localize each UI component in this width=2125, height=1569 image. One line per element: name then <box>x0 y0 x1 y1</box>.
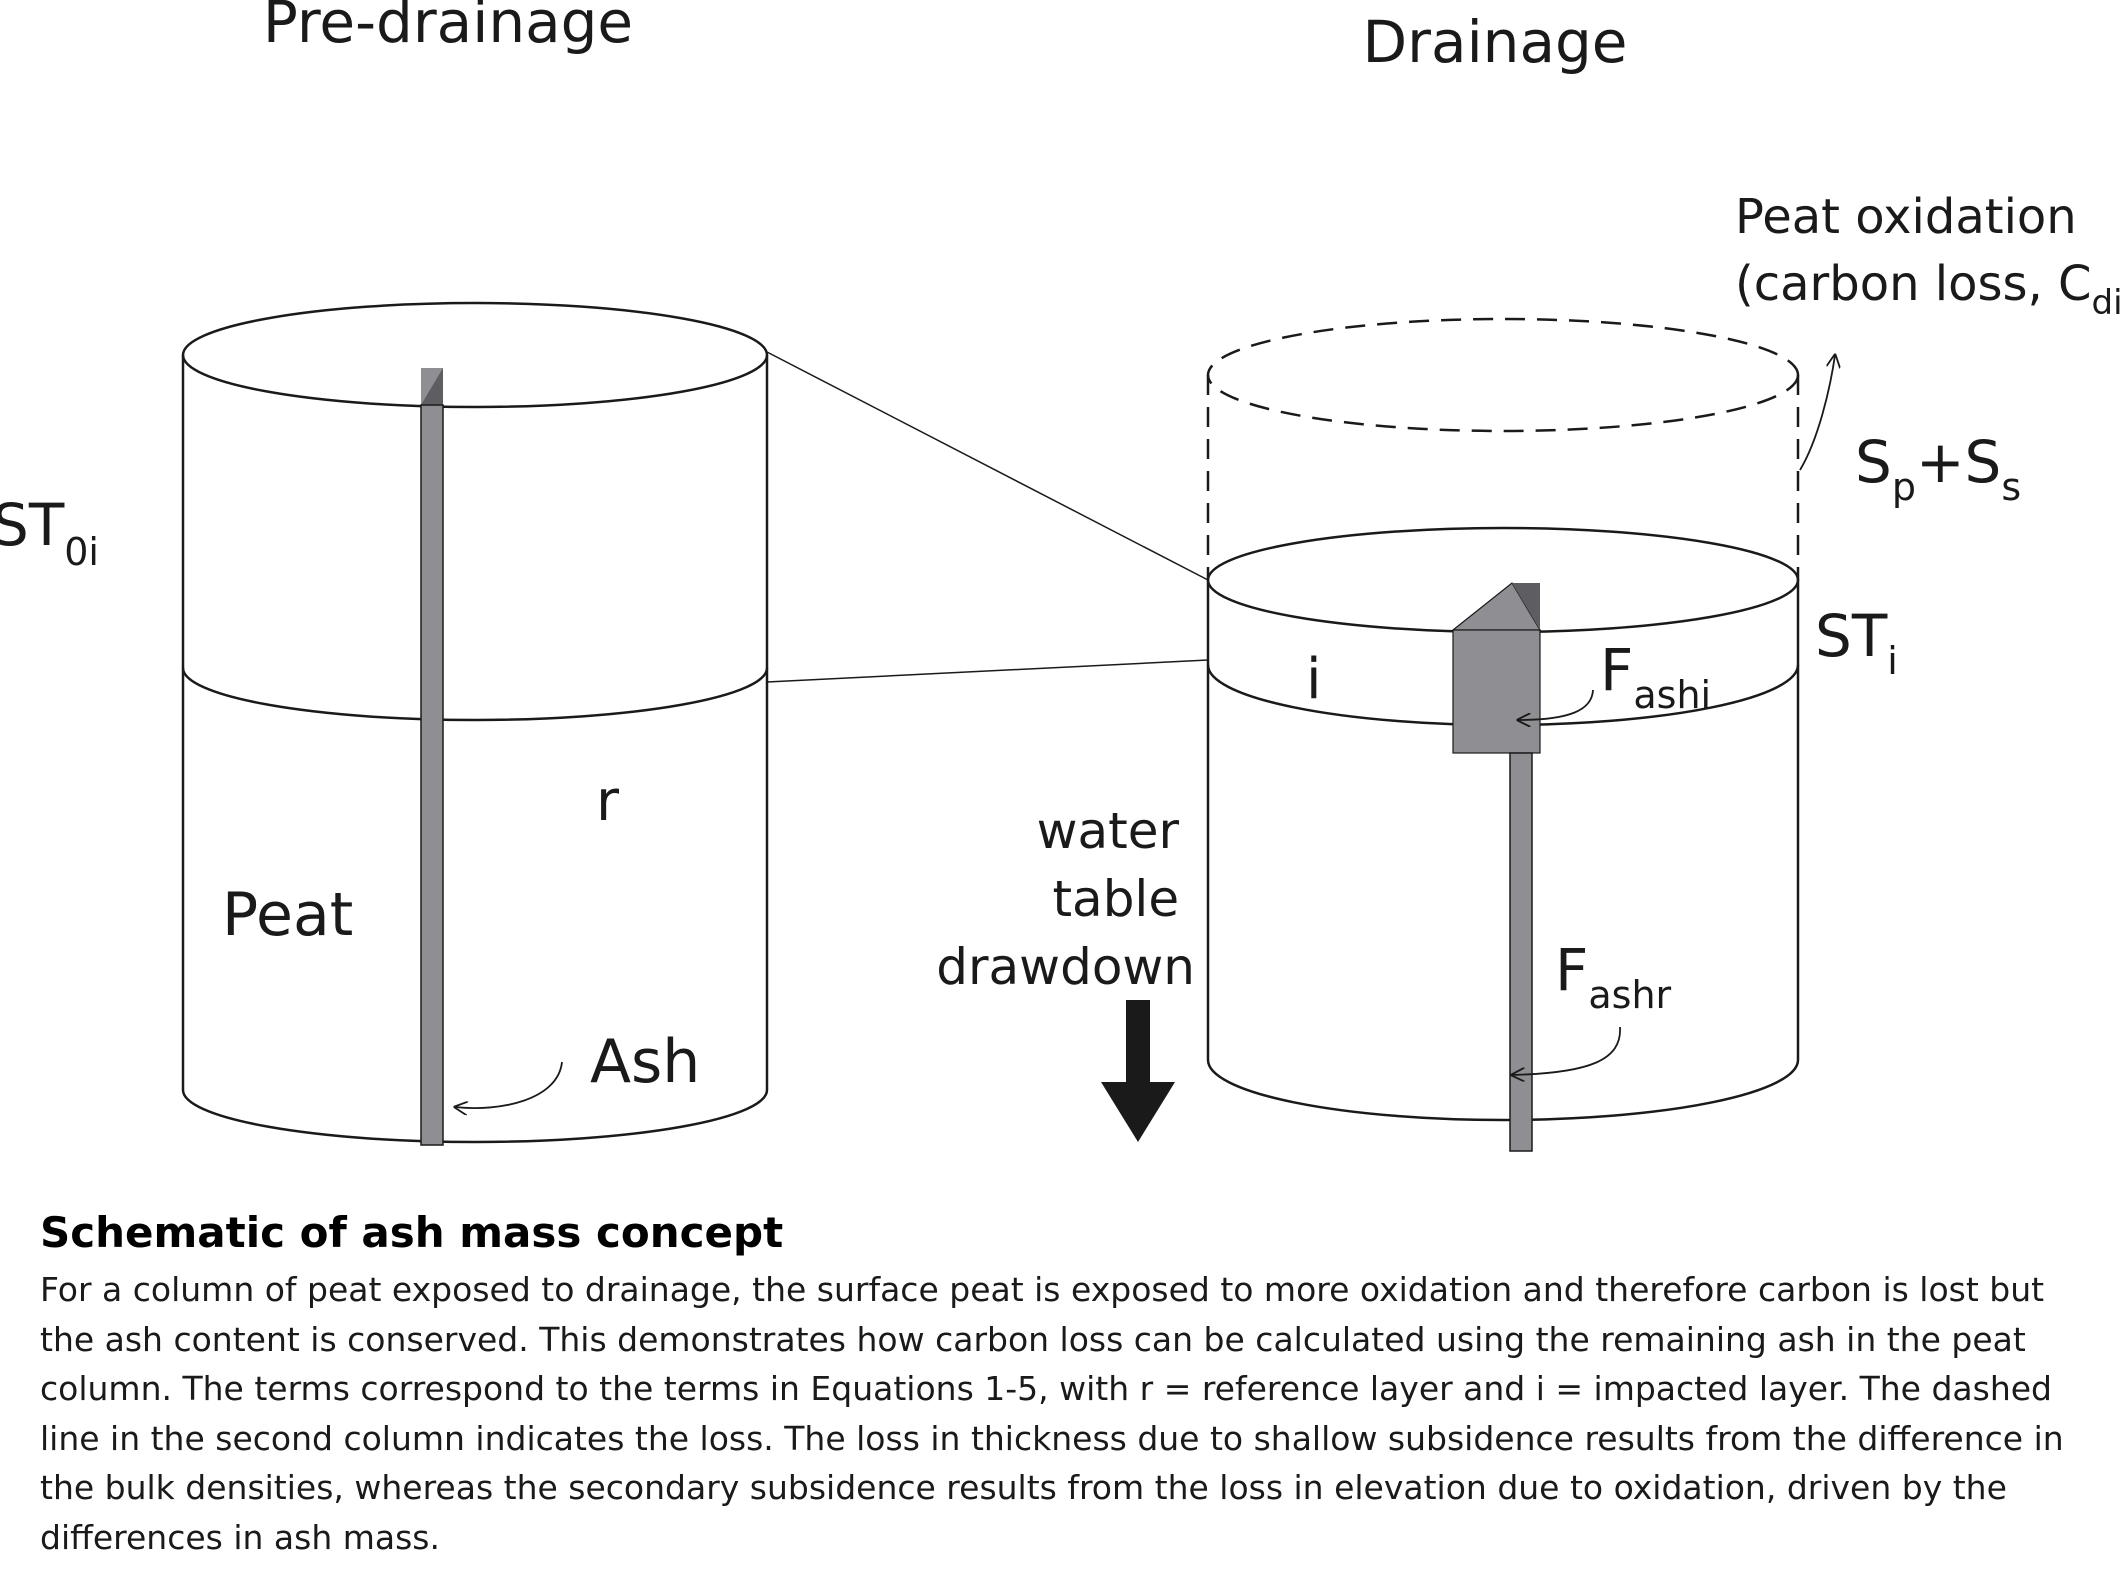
peat-oxidation-label: Peat oxidation (carbon loss, Cdi) <box>1735 189 2125 323</box>
left-column-bottom <box>181 1089 769 1144</box>
pre-drainage-column <box>181 301 769 1144</box>
right-column-bottom <box>1206 1059 1800 1122</box>
left-column-top <box>181 301 769 409</box>
drainage-column <box>1206 317 1800 1122</box>
st0i-label: ST0i <box>0 491 99 574</box>
ash-bar-right <box>1451 582 1542 1152</box>
oxidation-pointer-arrow <box>1799 355 1835 471</box>
fashr-label: Fashr <box>1555 936 1672 1017</box>
sti-label: STi <box>1815 602 1898 683</box>
left-column-layer-boundary <box>181 667 769 722</box>
caption-body: For a column of peat exposed to drainage… <box>40 1270 2064 1557</box>
reference-layer-label: r <box>596 769 620 834</box>
fashr-pointer-arrow <box>1512 1026 1621 1075</box>
ash-label: Ash <box>590 1027 700 1097</box>
ash-mass-schematic: Pre-drainage Drainage <box>0 0 2125 1152</box>
subsidence-sp-ss-label: Sp+Ss <box>1855 428 2021 509</box>
peat-label: Peat <box>222 880 353 950</box>
pointer-arrows <box>455 355 1835 1108</box>
ash-bar-left <box>420 368 444 1146</box>
down-arrow-icon <box>1101 1000 1175 1142</box>
pre-drainage-heading: Pre-drainage <box>263 0 633 56</box>
dashed-lost-top <box>1206 317 1800 433</box>
water-table-drawdown-label: water table drawdown <box>936 802 1195 996</box>
drainage-heading: Drainage <box>1363 8 1628 76</box>
impacted-layer-label: i <box>1306 647 1322 712</box>
fashi-label: Fashi <box>1600 636 1711 717</box>
caption-title: Schematic of ash mass concept <box>40 1208 784 1257</box>
ash-pointer-arrow <box>455 1061 563 1108</box>
fashi-pointer-arrow <box>1518 689 1594 720</box>
column-connector-lines <box>766 351 1209 683</box>
